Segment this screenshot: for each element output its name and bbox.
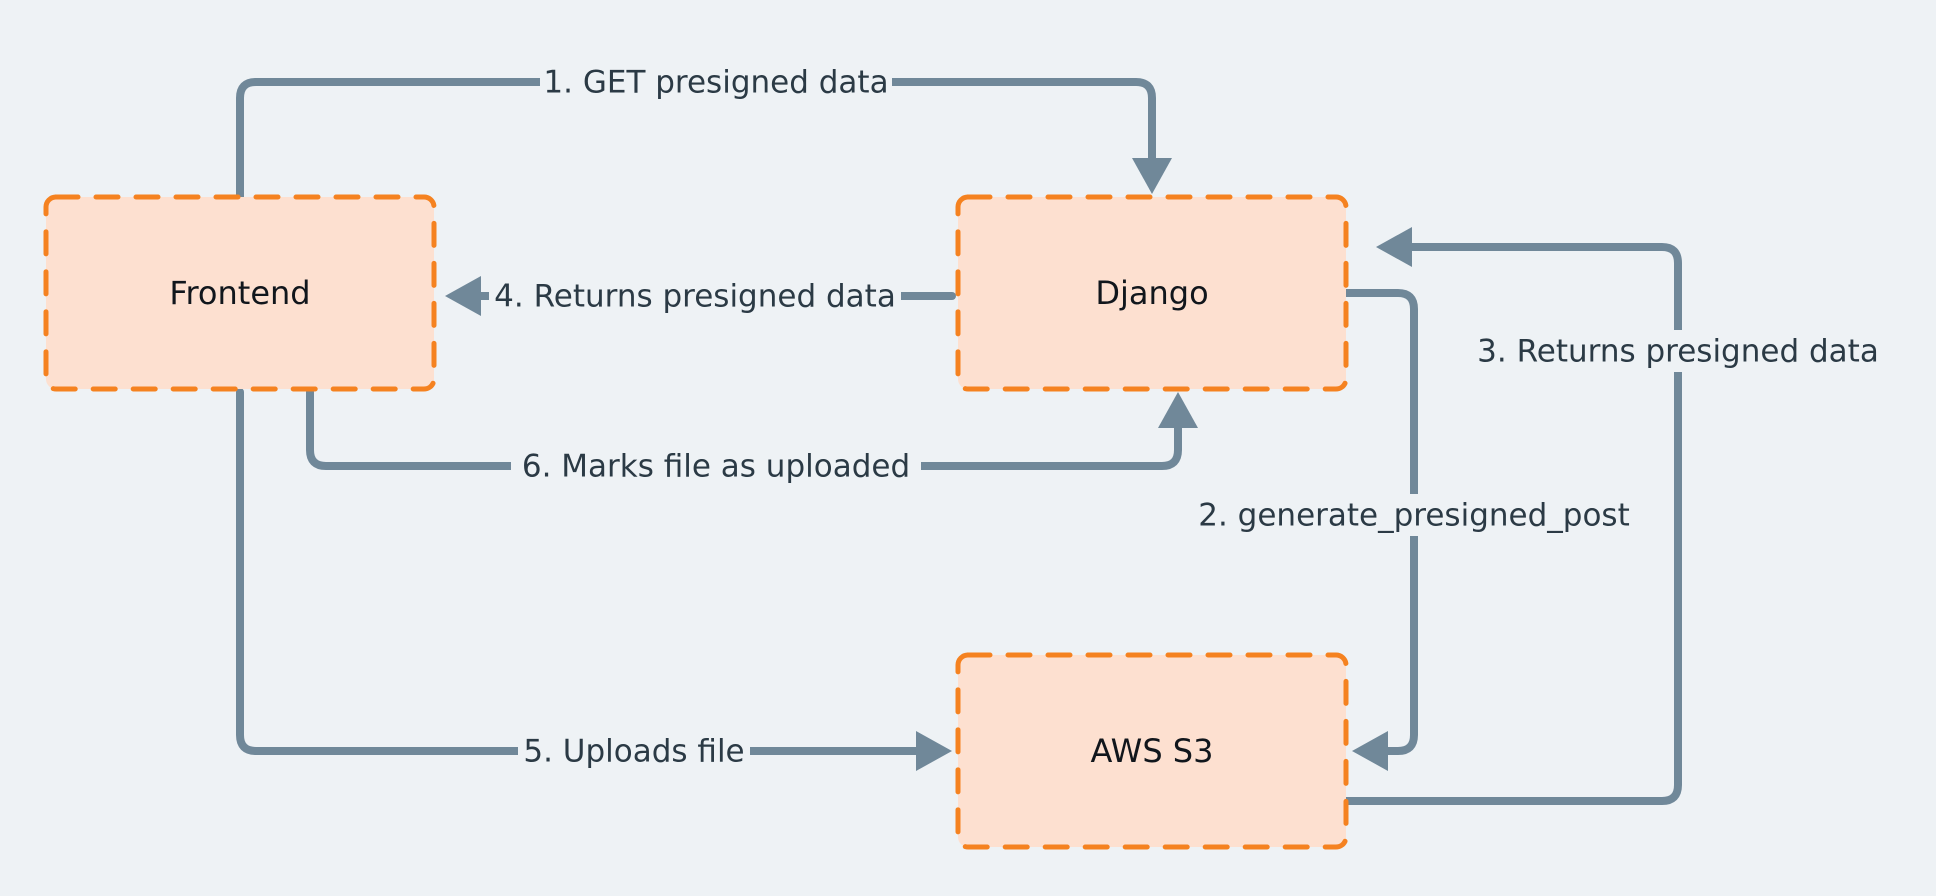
edge-3-label-plate xyxy=(1472,330,1884,372)
edge-2-generate-presigned-post: 2. generate_presigned_post xyxy=(1191,289,1637,771)
edge-6-label: 6. Marks file as uploaded xyxy=(522,449,910,485)
node-django-box[interactable] xyxy=(955,194,1349,392)
edge-3-arrowhead xyxy=(1376,227,1412,267)
node-frontend-label: Frontend xyxy=(169,274,310,312)
node-aws-s3-box[interactable] xyxy=(955,652,1349,850)
edge-6-marks-file-as-uploaded: 6. Marks file as uploaded xyxy=(306,388,1198,487)
node-aws-s3[interactable]: AWS S3 xyxy=(955,652,1349,850)
edge-4-label: 4. Returns presigned data xyxy=(494,279,896,315)
edge-3-label: 3. Returns presigned data xyxy=(1477,334,1879,370)
edge-1-arrowhead xyxy=(1132,158,1172,194)
edge-6-arrowhead xyxy=(1158,392,1198,428)
edge-2-label-plate xyxy=(1191,494,1637,536)
edge-5-line xyxy=(236,388,928,755)
edge-1-label-plate xyxy=(540,62,892,104)
edge-4-arrowhead xyxy=(445,276,481,316)
node-aws-s3-label: AWS S3 xyxy=(1091,732,1214,770)
edge-6-label-plate xyxy=(511,445,921,487)
edge-4-returns-presigned-data: 4. Returns presigned data xyxy=(445,275,956,317)
edge-5-arrowhead xyxy=(916,731,952,771)
edge-1-get-presigned-data: 1. GET presigned data xyxy=(236,62,1172,204)
edge-5-label-plate xyxy=(518,730,750,772)
edge-4-label-plate xyxy=(489,275,901,317)
node-django-label: Django xyxy=(1095,274,1208,312)
node-frontend-box[interactable] xyxy=(43,194,437,392)
edge-2-arrowhead xyxy=(1352,731,1388,771)
edge-3-line xyxy=(1342,243,1682,805)
edge-1-label: 1. GET presigned data xyxy=(543,65,888,101)
edge-2-label: 2. generate_presigned_post xyxy=(1198,498,1629,534)
edge-3-returns-presigned-data: 3. Returns presigned data xyxy=(1342,227,1884,805)
edge-5-label: 5. Uploads file xyxy=(523,734,744,770)
node-django[interactable]: Django xyxy=(955,194,1349,392)
node-frontend[interactable]: Frontend xyxy=(43,194,437,392)
edge-5-uploads-file: 5. Uploads file xyxy=(236,388,952,772)
